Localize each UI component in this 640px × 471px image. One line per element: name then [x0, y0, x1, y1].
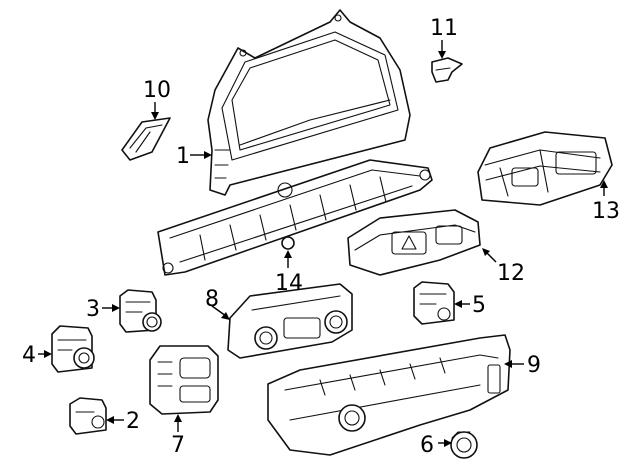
part-4-switch: [51, 325, 95, 373]
callout-11: 11: [430, 16, 458, 41]
callout-1: 1: [176, 144, 190, 169]
part-5-switch: [413, 281, 455, 325]
callout-9: 9: [527, 353, 541, 378]
arrowhead-6: [444, 439, 452, 447]
part-11-clip: [431, 57, 463, 83]
callout-labels: 1 2 3 4 5 6 7 8 9 10 11 12 13 14: [22, 16, 620, 458]
callout-6: 6: [420, 433, 434, 458]
callout-2: 2: [126, 409, 140, 434]
part-3-switch: [119, 289, 162, 333]
arrowhead-5: [454, 300, 462, 308]
part-14-bracket: [157, 159, 433, 276]
callout-8: 8: [205, 287, 219, 312]
leader-8: [211, 305, 227, 317]
arrowhead-11: [438, 51, 446, 59]
callout-4: 4: [22, 343, 36, 368]
arrowhead-1: [204, 151, 212, 159]
part-9-bezel: [267, 334, 511, 456]
part-10-sensor: [121, 117, 171, 161]
arrowhead-8: [221, 312, 230, 320]
part-12-hazard-switch: [347, 209, 481, 276]
callout-7: 7: [171, 433, 185, 458]
arrowhead-7: [174, 414, 182, 422]
part-6-knob: [450, 431, 478, 459]
arrowhead-14: [284, 250, 292, 258]
arrowhead-12: [482, 248, 490, 256]
arrowhead-2: [106, 416, 114, 424]
callout-14: 14: [275, 271, 303, 296]
arrowhead-4: [44, 350, 52, 358]
arrowhead-3: [112, 304, 120, 312]
arrowhead-13: [600, 180, 608, 188]
part-1-instrument-cluster: [207, 9, 411, 196]
part-13-switch-panel: [477, 131, 613, 206]
arrowhead-9: [504, 360, 512, 368]
callout-5: 5: [472, 293, 486, 318]
callout-3: 3: [86, 297, 100, 322]
callout-12: 12: [497, 261, 525, 286]
leader-lines: [38, 40, 608, 447]
part-8-climate-control: [227, 283, 353, 359]
part-7-switch-assembly: [149, 345, 219, 415]
part-2-switch: [69, 397, 107, 435]
callout-13: 13: [592, 199, 620, 224]
leader-12: [485, 251, 497, 263]
arrowhead-10: [151, 112, 159, 120]
callout-10: 10: [143, 78, 171, 103]
